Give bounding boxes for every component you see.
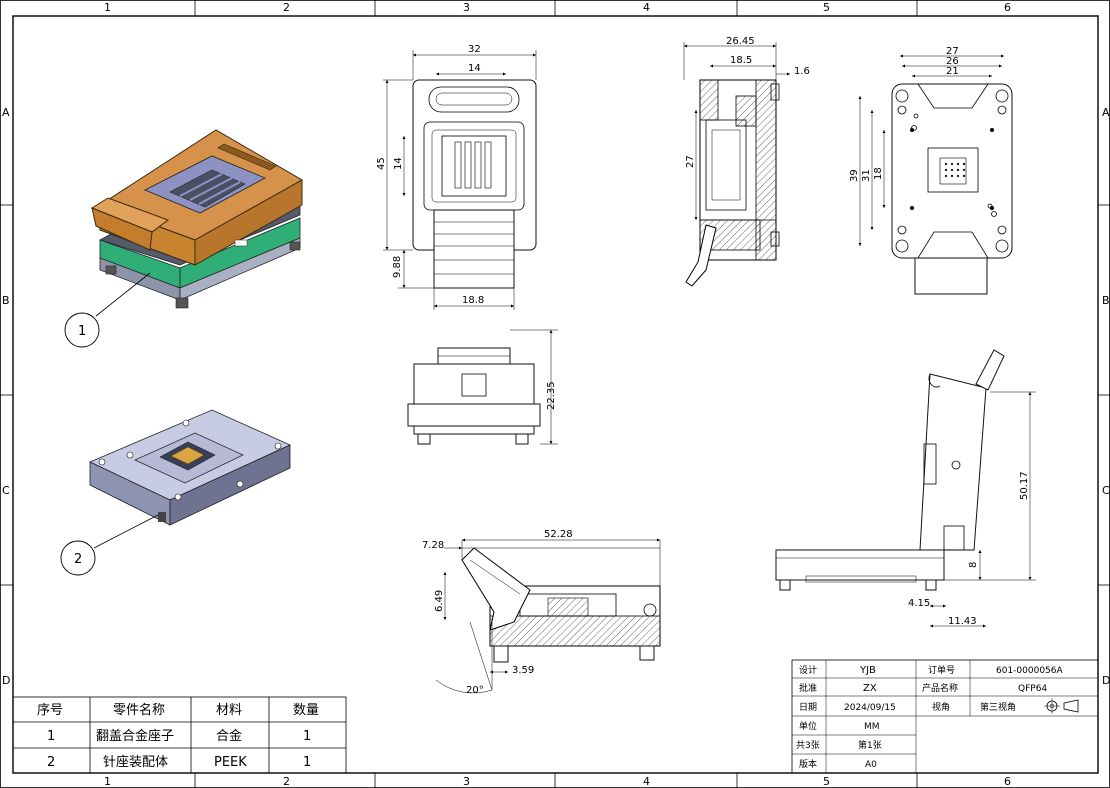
dim-top-height: 45 (376, 157, 387, 170)
dim-bottom-w1: 27 (946, 46, 959, 57)
tb-value-date: 2024/09/15 (844, 703, 896, 713)
dim-bottom-h3: 18 (873, 167, 884, 180)
zone-col-6-bottom: 6 (1004, 775, 1011, 788)
dim-open-section-angle: 20° (466, 685, 484, 696)
bom-row-1-no: 1 (47, 729, 55, 744)
dim-section-height: 27 (685, 155, 696, 168)
tb-value-version: A0 (865, 760, 877, 770)
dim-open-height: 50.17 (1019, 471, 1030, 500)
dim-bottom-h2: 31 (861, 169, 872, 182)
zone-col-2-bottom: 2 (283, 775, 290, 788)
dim-open-section-lever: 7.28 (422, 540, 444, 551)
zone-col-2: 2 (283, 1, 290, 14)
dim-top-tab-width: 18.8 (462, 295, 484, 306)
zone-col-5-bottom: 5 (823, 775, 830, 788)
zone-row-a: A (2, 106, 10, 119)
dim-bottom-w2: 26 (946, 56, 959, 67)
dim-top-tab: 9.88 (392, 256, 403, 278)
bom-header-name: 零件名称 (113, 702, 165, 718)
balloon-1-label: 1 (78, 324, 86, 339)
open-section-view: 52.28 7.28 6.49 3.59 20° (422, 529, 661, 696)
projection-symbol-icon (1044, 698, 1079, 714)
zone-row-a-right: A (1102, 106, 1110, 119)
bom-row-1-material: 合金 (216, 728, 242, 744)
dim-section-width: 26.45 (726, 36, 755, 47)
zone-row-d: D (2, 674, 10, 687)
tb-value-design: YJB (859, 665, 876, 676)
section-view: 26.45 18.5 1.6 27 (683, 36, 810, 287)
zone-col-3-bottom: 3 (463, 775, 470, 788)
dim-front-height: 22.35 (546, 381, 557, 410)
bom-row-2-material: PEEK (214, 755, 247, 770)
bottom-view: 27 26 21 39 31 18 (849, 46, 1013, 295)
tb-label-sheets: 共3张 (796, 740, 820, 751)
bom-header-qty: 数量 (293, 703, 319, 718)
dim-bottom-h1: 39 (849, 169, 860, 182)
dim-open-section-h: 6.49 (434, 590, 445, 612)
title-block: 设计 YJB 订单号 601-0000056A 批准 ZX 产品名称 QFP64… (791, 659, 1099, 774)
dim-open-base: 8 (968, 562, 979, 568)
zone-col-4: 4 (643, 1, 650, 14)
zone-row-d-right: D (1102, 674, 1110, 687)
tb-value-approve: ZX (863, 683, 877, 694)
dim-top-width: 32 (468, 44, 481, 55)
open-side-view: 50.17 8 4.15 11.43 (775, 349, 1036, 628)
iso-view-lid-socket (90, 129, 304, 309)
dim-top-inner: 14 (468, 63, 481, 74)
zone-row-c: C (2, 484, 10, 497)
zone-row-b: B (2, 294, 10, 307)
dim-open-section-length: 52.28 (544, 529, 573, 540)
bom-header-no: 序号 (37, 703, 63, 718)
bom-row-2-name: 针座装配体 (103, 755, 168, 770)
bom-table: 序号 零件名称 材料 数量 1 翻盖合金座子 合金 1 2 针座装配体 PEEK… (12, 696, 347, 774)
dim-top-window: 14 (393, 157, 404, 170)
dim-section-inner: 18.5 (730, 55, 752, 66)
balloon-2-label: 2 (74, 552, 82, 567)
dim-open-x1: 4.15 (908, 598, 930, 609)
zone-row-b-right: B (1102, 294, 1110, 307)
tb-label-order: 订单号 (928, 664, 955, 676)
dim-open-x2: 11.43 (948, 616, 977, 627)
front-view: 22.35 (407, 329, 558, 445)
zone-col-5: 5 (823, 1, 830, 14)
tb-label-design: 设计 (799, 664, 817, 676)
bom-row-2-no: 2 (47, 755, 55, 770)
tb-label-unit: 单位 (799, 720, 817, 732)
zone-col-3: 3 (463, 1, 470, 14)
bom-row-2-qty: 1 (303, 755, 311, 770)
zone-col-1: 1 (104, 1, 111, 14)
dim-bottom-w3: 21 (946, 66, 959, 77)
bom-row-1-qty: 1 (303, 729, 311, 744)
tb-label-product: 产品名称 (922, 682, 958, 694)
dim-section-offset: 1.6 (794, 66, 810, 77)
tb-label-date: 日期 (799, 702, 817, 713)
iso-view-pin-socket (89, 409, 291, 526)
tb-value-order: 601-0000056A (996, 666, 1064, 676)
balloon-2: 2 (60, 514, 159, 576)
tb-label-version: 版本 (799, 758, 817, 770)
zone-row-c-right: C (1102, 484, 1110, 497)
tb-value-sheet: 第1张 (858, 739, 882, 751)
tb-value-product: QFP64 (1018, 684, 1047, 694)
zone-col-4-bottom: 4 (643, 775, 650, 788)
bom-row-1-name: 翻盖合金座子 (96, 728, 174, 744)
zone-col-1-bottom: 1 (104, 775, 111, 788)
tb-value-unit: MM (864, 722, 880, 732)
tb-label-view: 视角 (932, 701, 950, 713)
zone-col-6: 6 (1004, 1, 1011, 14)
tb-label-approve: 批准 (799, 682, 817, 694)
bom-header-material: 材料 (216, 703, 242, 718)
top-view: 32 14 45 14 9.88 18.8 (376, 44, 537, 310)
dim-open-section-off: 3.59 (512, 665, 534, 676)
tb-value-view: 第三视角 (980, 701, 1016, 713)
balloon-1: 1 (64, 272, 151, 348)
